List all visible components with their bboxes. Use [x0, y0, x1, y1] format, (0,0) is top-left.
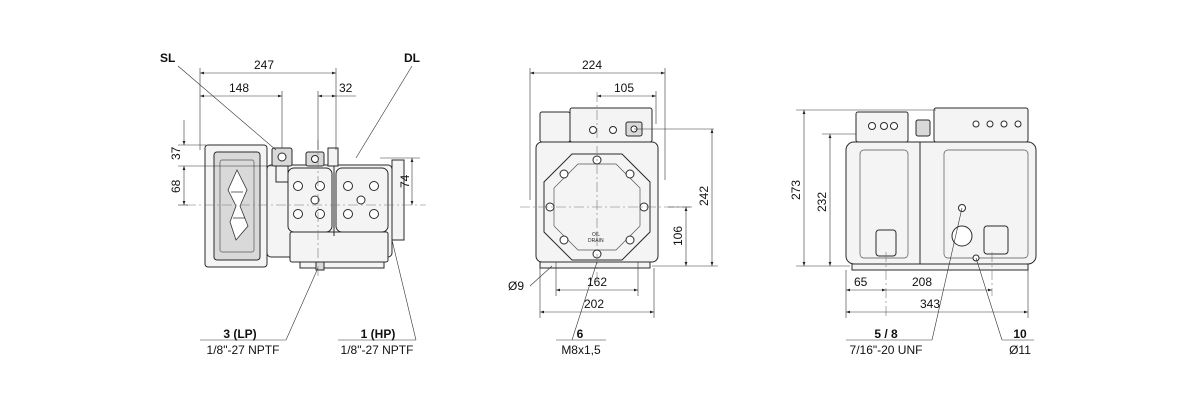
label-10: 10 [1013, 327, 1027, 341]
dim-247: 247 [254, 58, 274, 72]
dim-106: 106 [671, 226, 685, 246]
dim-224: 224 [582, 58, 602, 72]
dim-232: 232 [815, 192, 829, 212]
dim-242: 242 [697, 186, 711, 206]
oil-pump-cover [983, 225, 1009, 255]
p6-thread: M8x1,5 [561, 343, 601, 357]
label-sl: SL [160, 51, 175, 65]
dim-343: 343 [920, 297, 940, 311]
end-view: OIL DRAIN 224 105 242 106 162 202 [508, 58, 718, 357]
dim-208: 208 [912, 275, 932, 289]
suction-valve [271, 147, 293, 183]
dim-148: 148 [229, 81, 249, 95]
p10-diameter: Ø11 [1009, 343, 1031, 357]
label-5-8: 5 / 8 [874, 327, 898, 341]
crankcase-lower [289, 231, 389, 263]
end-cover [391, 159, 405, 241]
front-view: 273 232 65 208 343 5 / 8 7/16"-20 UNF 10… [789, 107, 1037, 357]
cylinder-head-left [287, 167, 333, 233]
front-valve [915, 119, 931, 137]
dim-68: 68 [169, 179, 183, 193]
front-feet [851, 263, 1029, 271]
discharge-valve [305, 147, 339, 167]
head-bolts [293, 181, 379, 219]
dim-162: 162 [587, 275, 607, 289]
hp-thread: 1/8"-27 NPTF [341, 343, 414, 357]
dim-74: 74 [398, 174, 412, 188]
end-feet [539, 261, 651, 269]
dim-32: 32 [339, 81, 353, 95]
label-dl: DL [404, 51, 420, 65]
label-hp: 1 (HP) [361, 327, 396, 341]
top-cap-left [539, 111, 571, 143]
bottom-plug [315, 261, 325, 271]
dim-diameter-9: Ø9 [508, 279, 524, 293]
dim-105: 105 [614, 81, 634, 95]
sight-glass [951, 225, 973, 247]
oil-label: OIL [592, 232, 600, 238]
dim-202: 202 [584, 297, 604, 311]
dim-37: 37 [169, 146, 183, 160]
dim-273: 273 [789, 180, 803, 200]
lp-thread: 1/8"-27 NPTF [207, 343, 280, 357]
p58-thread: 7/16"-20 UNF [850, 343, 923, 357]
terminal-box-cover [219, 159, 255, 253]
crankcase-foot [299, 261, 385, 269]
side-view: 247 148 32 37 68 74 SL DL 3 (LP) 1/8"-27… [160, 51, 426, 357]
top-block-right [933, 107, 1029, 143]
label-lp: 3 (LP) [223, 327, 256, 341]
manufacturer-logo [227, 169, 249, 241]
drain-label: DRAIN [588, 238, 604, 244]
label-6: 6 [577, 327, 584, 341]
dim-65: 65 [854, 275, 868, 289]
